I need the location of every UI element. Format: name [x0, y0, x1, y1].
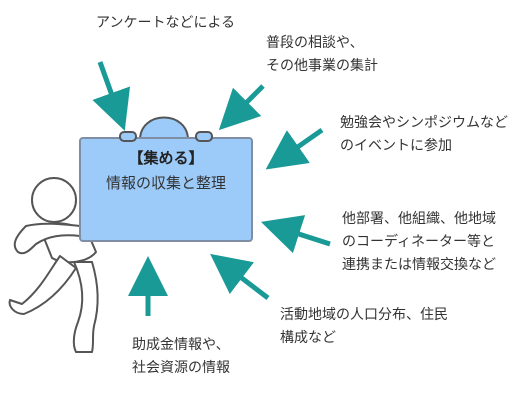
source-network-line2: のコーディネーター等と [342, 234, 496, 250]
source-network: 他部署、他組織、他地域 のコーディネーター等と 連携または情報交換など [342, 208, 496, 277]
source-funding: 助成金情報や、 社会資源の情報 [132, 334, 230, 380]
source-funding-line2: 社会資源の情報 [132, 360, 230, 376]
source-demographics: 活動地域の人口分布、住民 構成など [280, 304, 448, 350]
info-board [79, 137, 253, 242]
source-events-line1: 勉強会やシンポジウムなど [340, 115, 508, 131]
source-events: 勉強会やシンポジウムなど のイベントに参加 [340, 112, 508, 158]
person-running-icon [8, 177, 99, 353]
source-network-line1: 他部署、他組織、他地域 [342, 211, 496, 227]
arrow-icon [265, 127, 324, 170]
source-demographics-line1: 活動地域の人口分布、住民 [280, 307, 448, 323]
source-consultation: 普段の相談や、 その他事業の集計 [266, 32, 378, 78]
source-events-line2: のイベントに参加 [340, 138, 452, 154]
source-network-line3: 連携または情報交換など [342, 257, 496, 273]
person-head-icon [138, 116, 190, 141]
source-funding-line1: 助成金情報や、 [132, 337, 230, 353]
center-subtitle: 情報の収集と整理 [105, 174, 226, 192]
source-survey: アンケートなどによる [96, 12, 235, 35]
arrow-icon [92, 61, 131, 131]
source-consultation-line2: その他事業の集計 [266, 58, 378, 74]
source-demographics-line2: 構成など [280, 330, 336, 346]
arrow-icon [260, 215, 331, 254]
source-survey-text: アンケートなどによる [96, 15, 236, 31]
center-title: 【集める】 [128, 149, 204, 167]
hand-icon [119, 131, 213, 142]
arrow-icon [210, 253, 270, 300]
arrow-icon [218, 84, 265, 131]
source-consultation-line1: 普段の相談や、 [266, 35, 364, 51]
